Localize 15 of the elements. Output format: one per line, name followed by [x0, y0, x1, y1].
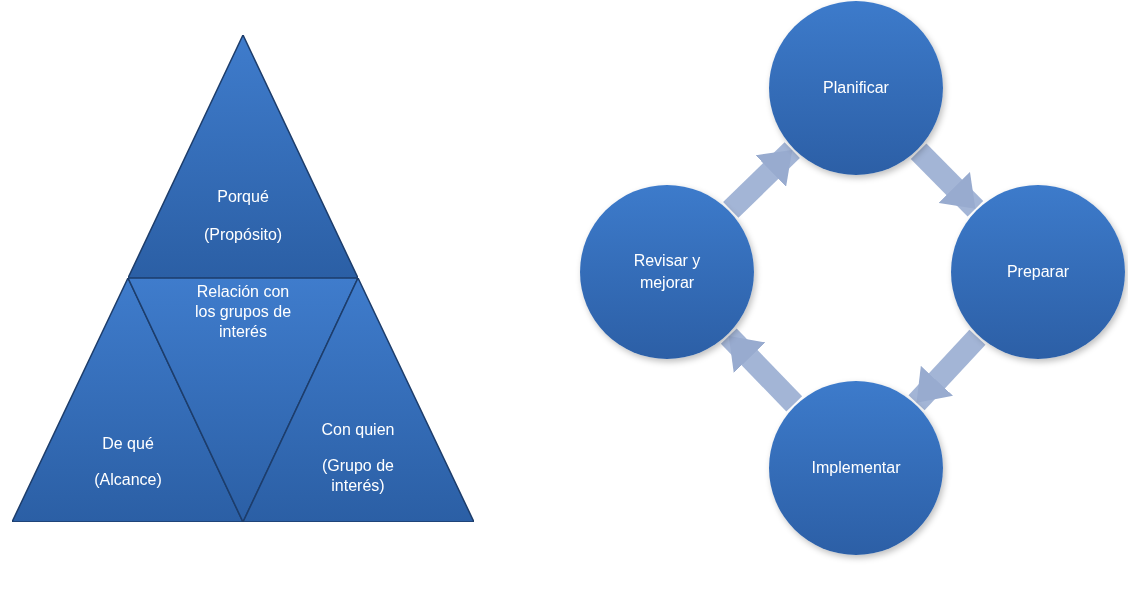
circle-text: Preparar [1005, 262, 1071, 282]
circle-text: Planificar [822, 78, 890, 98]
circle-text: Revisar y mejorar [632, 251, 702, 293]
segment-text: (Propósito) [202, 225, 284, 245]
circle-text: Implementar [810, 458, 902, 478]
block-arrow [910, 143, 984, 217]
block-arrow [723, 142, 800, 218]
segment-text: (Grupo de interés) [320, 456, 395, 496]
segment-text: (Alcance) [93, 470, 163, 490]
segment-text: Porqué [216, 187, 270, 207]
block-arrow [720, 328, 803, 412]
segment-text: De qué [101, 434, 155, 454]
segment-text: Relación con los grupos de interés [193, 282, 293, 342]
block-arrow [908, 329, 986, 411]
segment-text: Con quien [320, 420, 396, 440]
